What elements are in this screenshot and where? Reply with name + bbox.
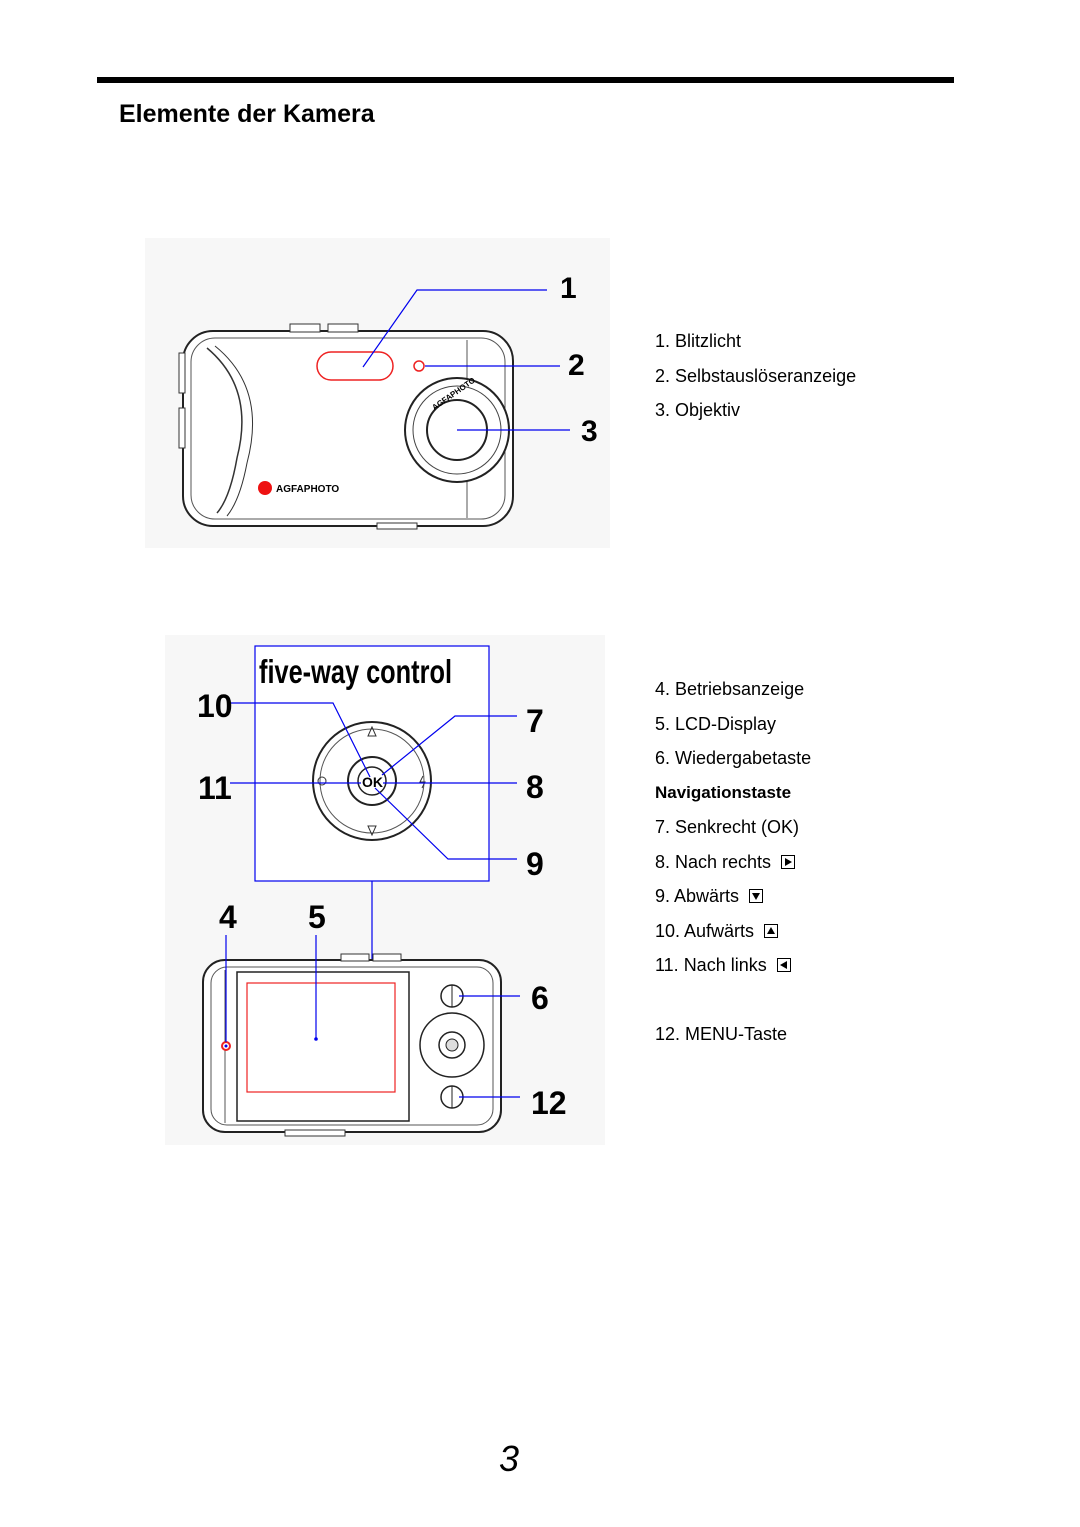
arrow-down-icon [749, 889, 764, 903]
arrow-left-icon [776, 958, 791, 972]
label-3: 3. Objektiv [655, 400, 741, 420]
label-4: 4. Betriebsanzeige [655, 679, 805, 699]
callout-11: 11 [198, 770, 232, 806]
back-five-way-dial [419, 1012, 485, 1078]
label-9-row: 9. Abwärts [655, 879, 811, 914]
brand-logo-text: AGFAPHOTO [276, 484, 339, 495]
brand-dot [258, 481, 272, 495]
camera-back-figure: five-way control OK 10 7 11 8 9 [165, 635, 605, 1145]
nav-heading: Navigationstaste [655, 782, 792, 802]
label-8-row: 8. Nach rechts [655, 845, 811, 880]
ok-button-label: OK [362, 774, 383, 790]
top-rule [97, 77, 954, 83]
label-8: 8. Nach rechts [655, 851, 772, 872]
label-10-row: 10. Aufwärts [655, 914, 811, 949]
callout-4: 4 [219, 899, 237, 935]
callout-5: 5 [308, 899, 326, 935]
callout-3: 3 [581, 415, 598, 448]
power-indicator-core [224, 1044, 228, 1048]
label-5: 5. LCD-Display [655, 713, 777, 734]
callout-10: 10 [197, 688, 233, 724]
front-labels: 1. Blitzlicht 2. Selbstauslöseranzeige 3… [655, 324, 856, 428]
label-11: 11. Nach links [655, 955, 767, 975]
five-way-control-title: five-way control [259, 653, 452, 690]
camera-front-body [178, 323, 514, 530]
label-6: 6. Wiedergabetaste [655, 748, 812, 768]
callout-8: 8 [526, 769, 544, 805]
flash-window [316, 351, 394, 381]
label-10: 10. Aufwärts [655, 920, 755, 941]
label-1: 1. Blitzlicht [655, 331, 742, 351]
callout-1: 1 [560, 272, 577, 305]
control-callout-lines [228, 702, 517, 1046]
label-12: 12. MENU-Taste [655, 1024, 788, 1044]
lcd-display [246, 982, 396, 1093]
self-timer-lamp [413, 360, 425, 372]
lens: AGFAPHOTO [404, 376, 510, 483]
callout-12: 12 [531, 1085, 567, 1121]
five-way-dial: OK [312, 721, 432, 841]
front-callout-lines [362, 289, 570, 431]
spacer [655, 983, 811, 1018]
callout-6: 6 [531, 980, 549, 1016]
body-callout-lines [225, 935, 520, 1098]
page-title: Elemente der Kamera [119, 100, 375, 128]
label-11-row: 11. Nach links [655, 948, 811, 983]
back-labels: 4. Betriebsanzeige 5. LCD-Display 6. Wie… [655, 672, 811, 1052]
label-2: 2. Selbstauslöseranzeige [655, 365, 857, 386]
camera-front-figure: AGFAPHOTO AGFAPHOTO 1 2 3 [145, 238, 610, 548]
arrow-right-icon [781, 854, 796, 869]
callout-9: 9 [526, 846, 544, 882]
label-7: 7. Senkrecht (OK) [655, 817, 800, 837]
callout-2: 2 [568, 349, 585, 382]
page-number: 3 [499, 1438, 520, 1479]
arrow-up-icon [764, 923, 779, 938]
label-9: 9. Abwärts [655, 886, 740, 906]
callout-7: 7 [526, 703, 544, 739]
